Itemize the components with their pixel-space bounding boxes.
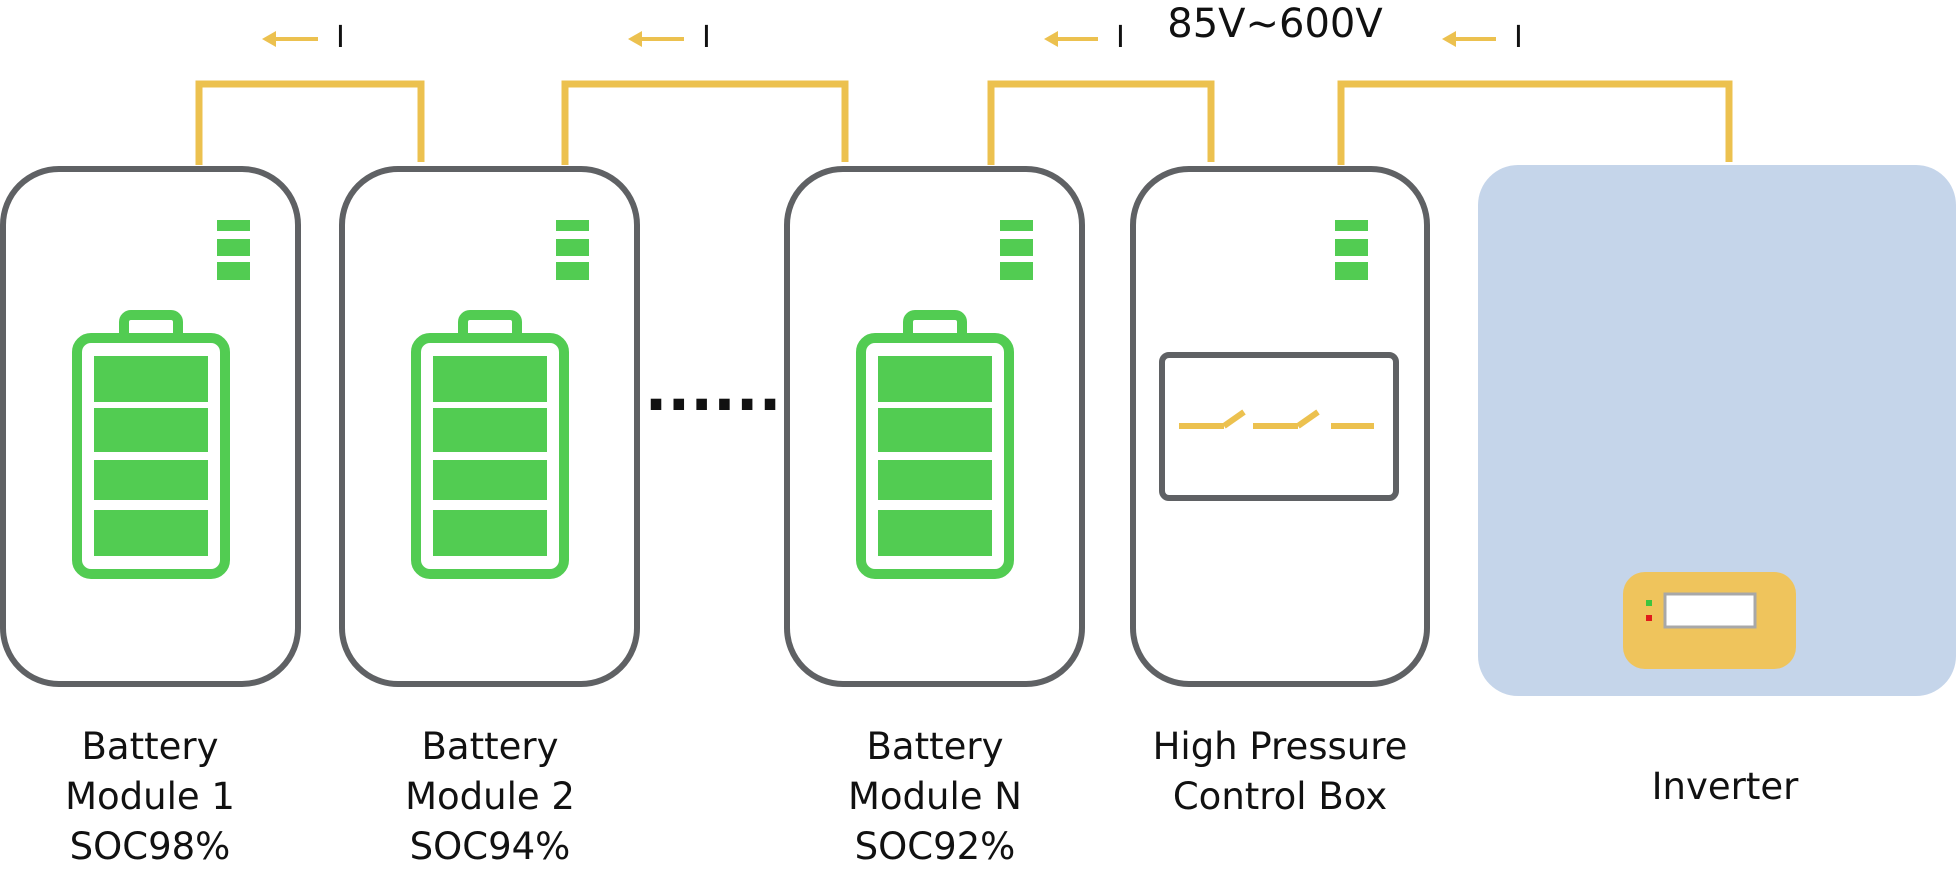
module-2-name-line2: Module 2 <box>405 775 575 818</box>
module-n-label: Battery Module N SOC92% <box>815 722 1055 872</box>
control-box-name-line2: Control Box <box>1172 775 1388 818</box>
connection-wires <box>195 80 1733 165</box>
wire-module1-module2 <box>195 80 425 165</box>
inverter-label: Inverter <box>1600 762 1850 812</box>
battery-module-2 <box>339 166 640 687</box>
inverter-name: Inverter <box>1651 765 1799 808</box>
inverter <box>1478 165 1956 696</box>
current-arrow-2 <box>628 31 684 47</box>
wire-module3-controlbox <box>987 80 1215 165</box>
battery-icon <box>72 310 230 579</box>
module-1-soc: SOC98% <box>69 825 231 868</box>
current-arrow-1 <box>262 31 318 47</box>
inverter-screen <box>1663 592 1757 629</box>
module-2-label: Battery Module 2 SOC94% <box>370 722 610 872</box>
current-arrows <box>262 31 1496 47</box>
control-box-name-line1: High Pressure <box>1152 725 1408 768</box>
module-1-name-line2: Module 1 <box>65 775 235 818</box>
control-box-label: High Pressure Control Box <box>1120 722 1440 822</box>
module-n-name-line1: Battery <box>866 725 1004 768</box>
status-indicator-icon <box>556 220 589 280</box>
battery-module-n <box>784 166 1085 687</box>
module-n-soc: SOC92% <box>854 825 1016 868</box>
switch-icon <box>1179 409 1374 429</box>
wire-controlbox-inverter <box>1337 80 1733 165</box>
module-2-soc: SOC94% <box>409 825 571 868</box>
wire-module2-module3 <box>561 80 849 165</box>
module-2-name-line1: Battery <box>421 725 559 768</box>
led-red-icon <box>1646 615 1652 621</box>
module-1-name-line1: Battery <box>81 725 219 768</box>
status-indicator-icon <box>1335 220 1368 280</box>
current-arrow-3 <box>1044 31 1098 47</box>
module-n-name-line2: Module N <box>848 775 1022 818</box>
ellipsis-text: ...... <box>645 355 782 425</box>
status-indicator-icon <box>1000 220 1033 280</box>
current-label: I <box>336 20 345 55</box>
control-box <box>1130 166 1430 687</box>
current-arrow-4 <box>1442 31 1496 47</box>
battery-icon <box>411 310 569 579</box>
led-green-icon <box>1646 600 1652 606</box>
battery-icon <box>856 310 1014 579</box>
current-label: I <box>702 20 711 55</box>
current-label: I <box>1116 20 1125 55</box>
battery-module-1 <box>0 166 301 687</box>
current-label: I <box>1514 20 1523 55</box>
status-indicator-icon <box>217 220 250 280</box>
voltage-label: 85V~600V <box>1167 1 1383 47</box>
module-1-label: Battery Module 1 SOC98% <box>30 722 270 872</box>
